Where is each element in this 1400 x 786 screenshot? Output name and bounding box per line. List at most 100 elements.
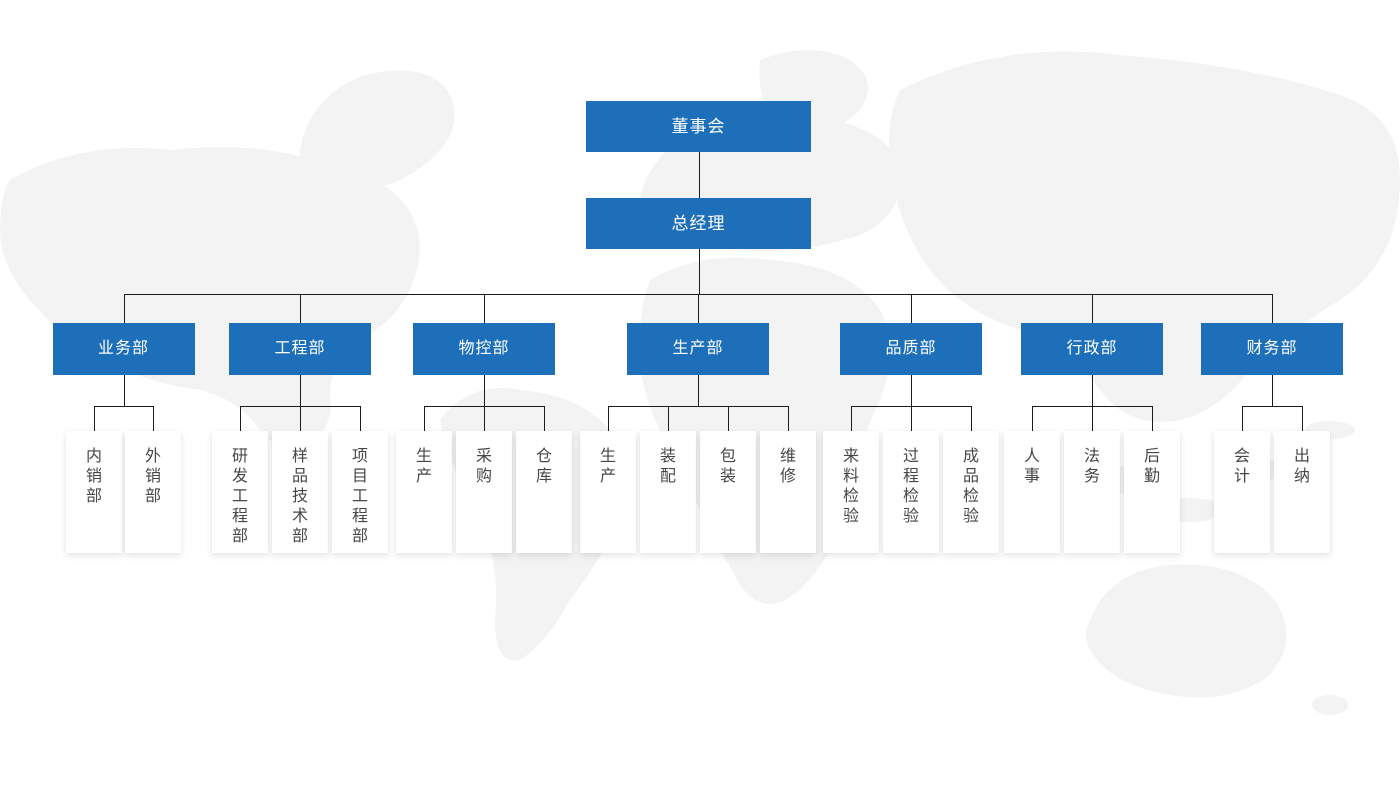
sub-department-char: 工: [231, 488, 248, 505]
sub-department-char: 产: [415, 468, 432, 485]
sub-department-char: 品: [962, 468, 979, 485]
sub-department-box: 装配: [640, 431, 696, 553]
connector-gm-to-bus: [698, 249, 700, 294]
connector-line: [360, 406, 361, 431]
connector-line: [788, 406, 789, 431]
connector-main-bus: [123, 294, 1272, 295]
sub-department-char: 销: [144, 468, 161, 485]
connector-line: [240, 406, 241, 431]
sub-department-box: 样品技术部: [272, 431, 328, 553]
connector-sub-bus: [94, 406, 153, 407]
sub-department-char: 库: [535, 468, 552, 485]
sub-department-box: 外销部: [125, 431, 181, 553]
sub-department-char: 仓: [535, 448, 552, 465]
sub-department-char: 目: [351, 468, 368, 485]
connector-line: [484, 294, 485, 323]
sub-department-char: 计: [1233, 468, 1250, 485]
sub-department-char: 采: [475, 448, 492, 465]
sub-department-char: 技: [291, 488, 308, 505]
connector-board-to-gm: [698, 152, 700, 198]
connector-line: [300, 375, 301, 406]
connector-line: [1092, 406, 1093, 431]
sub-department-box: 后勤: [1124, 431, 1180, 553]
sub-department-char: 品: [291, 468, 308, 485]
connector-line: [153, 406, 154, 431]
department-box: 生产部: [627, 323, 769, 375]
sub-department-char: 纳: [1293, 468, 1310, 485]
connector-line: [1092, 294, 1093, 323]
connector-line: [608, 406, 609, 431]
sub-department-char: 检: [902, 488, 919, 505]
sub-department-char: 装: [659, 448, 676, 465]
connector-sub-bus: [608, 406, 788, 407]
connector-line: [300, 406, 301, 431]
sub-department-box: 来料检验: [823, 431, 879, 553]
sub-department-char: 购: [475, 468, 492, 485]
connector-line: [1302, 406, 1303, 431]
sub-department-box: 生产: [580, 431, 636, 553]
sub-department-char: 项: [351, 448, 368, 465]
sub-department-char: 术: [291, 508, 308, 525]
sub-department-char: 程: [231, 508, 248, 525]
sub-department-box: 成品检验: [943, 431, 999, 553]
general-manager-box: 总经理: [586, 198, 811, 249]
sub-department-box: 维修: [760, 431, 816, 553]
sub-department-char: 产: [599, 468, 616, 485]
sub-department-char: 验: [842, 508, 859, 525]
sub-department-char: 成: [962, 448, 979, 465]
sub-department-char: 工: [351, 488, 368, 505]
connector-line: [300, 294, 301, 323]
department-box: 物控部: [413, 323, 555, 375]
sub-department-char: 部: [351, 528, 368, 545]
sub-department-char: 包: [719, 448, 736, 465]
sub-department-char: 后: [1143, 448, 1160, 465]
sub-department-char: 部: [144, 488, 161, 505]
sub-department-char: 务: [1083, 468, 1100, 485]
connector-line: [728, 406, 729, 431]
department-box: 品质部: [840, 323, 982, 375]
department-box: 工程部: [229, 323, 371, 375]
connector-line: [1152, 406, 1153, 431]
sub-department-char: 配: [659, 468, 676, 485]
sub-department-box: 包装: [700, 431, 756, 553]
sub-department-char: 销: [85, 468, 102, 485]
sub-department-char: 维: [779, 448, 796, 465]
sub-department-box: 出纳: [1274, 431, 1330, 553]
sub-department-char: 部: [231, 528, 248, 545]
department-box: 业务部: [52, 323, 195, 375]
sub-department-char: 出: [1293, 448, 1310, 465]
sub-department-box: 生产: [396, 431, 452, 553]
sub-department-char: 会: [1233, 448, 1250, 465]
connector-line: [698, 375, 699, 406]
sub-department-char: 外: [144, 448, 161, 465]
connector-line: [123, 294, 125, 323]
sub-department-box: 法务: [1064, 431, 1120, 553]
board-box: 董事会: [586, 101, 811, 152]
sub-department-char: 过: [902, 448, 919, 465]
sub-department-char: 样: [291, 448, 308, 465]
connector-line: [911, 375, 912, 406]
sub-department-box: 仓库: [516, 431, 572, 553]
connector-line: [1092, 375, 1093, 406]
connector-line: [94, 406, 95, 431]
connector-line: [424, 406, 425, 431]
connector-sub-bus: [1242, 406, 1302, 407]
connector-line: [851, 406, 852, 431]
connector-line: [698, 294, 699, 323]
department-box: 财务部: [1201, 323, 1343, 375]
connector-line: [1242, 406, 1243, 431]
sub-department-char: 程: [902, 468, 919, 485]
department-box: 行政部: [1021, 323, 1163, 375]
connector-line: [668, 406, 669, 431]
sub-department-char: 生: [415, 448, 432, 465]
sub-department-char: 法: [1083, 448, 1100, 465]
connector-line: [484, 375, 485, 406]
connector-line: [1272, 294, 1273, 323]
sub-department-char: 发: [231, 468, 248, 485]
sub-department-box: 人事: [1004, 431, 1060, 553]
sub-department-box: 采购: [456, 431, 512, 553]
connector-line: [1272, 375, 1273, 406]
sub-department-char: 程: [351, 508, 368, 525]
sub-department-box: 会计: [1214, 431, 1270, 553]
